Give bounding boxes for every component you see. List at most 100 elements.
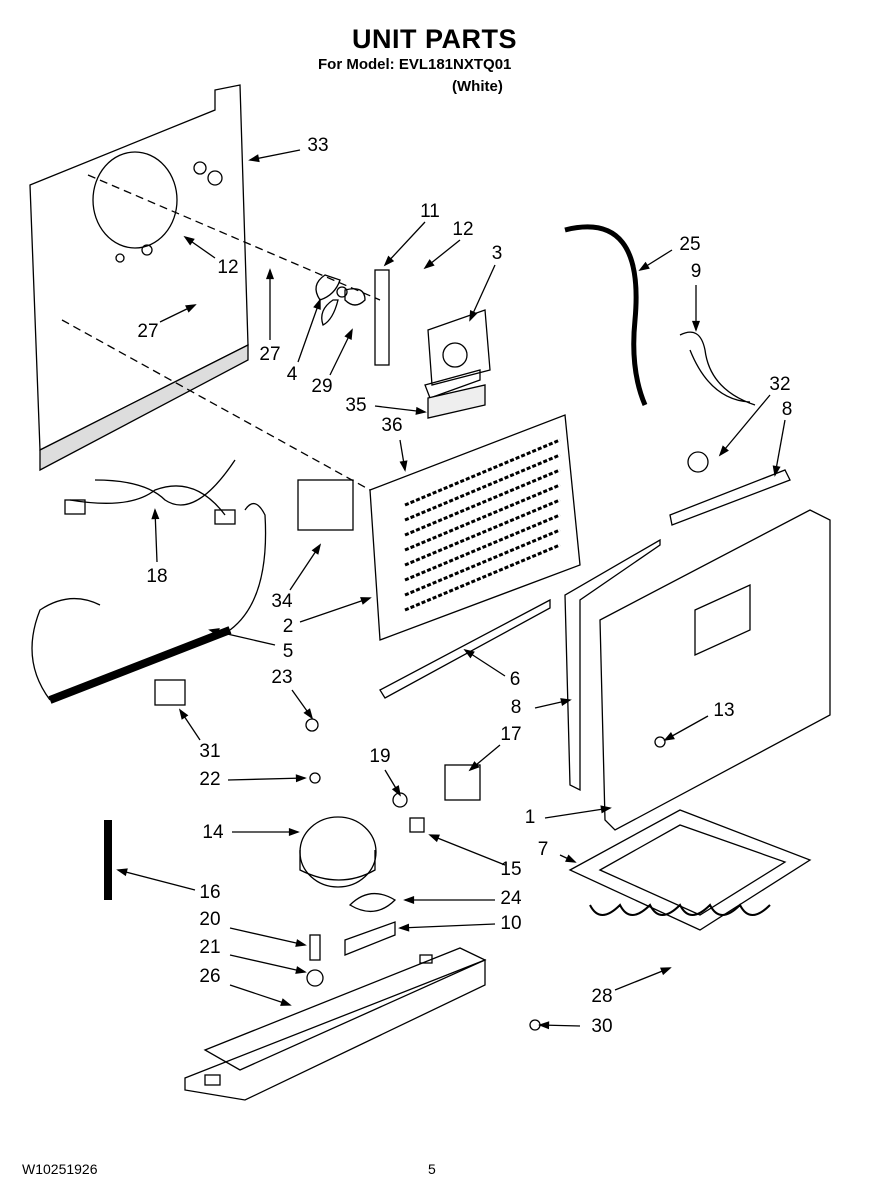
callout-leader-line [297,299,321,363]
callout-leader-line [229,984,291,1006]
callout-number: 34 [271,591,293,612]
callout-arrowhead [344,328,353,340]
callout-arrowhead [280,998,292,1006]
callout-leader-line [399,923,496,929]
callout-number: 2 [283,616,294,637]
callout-arrowhead [151,508,160,520]
callout-arrowhead [116,868,128,877]
callout-number: 8 [511,697,522,718]
callout-leader-line [229,954,306,973]
callout-number: 16 [199,882,220,903]
model-color: (White) [452,78,503,95]
callout-arrowhead [663,732,675,741]
callout-arrowhead [423,259,435,270]
callout-number: 24 [500,888,522,909]
callout-leader-line [299,597,371,623]
callout-arrowhead [360,597,372,605]
callout-leader-line [614,967,671,991]
callout-number: 27 [137,321,158,342]
callout-arrowhead [560,698,572,706]
callout-number: 5 [283,641,294,662]
callout-number: 26 [199,966,220,987]
callout-number: 36 [381,415,402,436]
callout-arrowhead [463,648,475,659]
callout-arrowhead [248,154,260,163]
callout-arrowhead [185,304,197,313]
compressor-part [104,679,666,1031]
callout-number: 13 [713,700,734,721]
callout-arrowhead [183,235,195,246]
callout-arrowhead [178,708,189,720]
callout-number: 11 [420,201,440,222]
condenser-coil-part [369,414,581,699]
callout-number: 33 [307,135,328,156]
callout-number: 22 [199,769,220,790]
callout-number: 1 [525,807,536,828]
callout-leader-line [117,869,196,891]
callout-arrowhead [295,774,307,783]
wiring-harness-part [31,459,354,704]
callout-arrowhead [311,543,322,555]
callout-number: 20 [199,909,220,930]
callout-leader-line [209,629,276,646]
callout-arrowhead [313,298,321,310]
drain-tube-part [564,224,648,406]
callout-leader-line [469,264,496,321]
callout-number: 10 [500,913,521,934]
callout-arrowhead [469,310,478,322]
rear-panel-part [29,84,381,491]
fan-motor-assembly [315,269,491,419]
relay-part-9 [679,331,756,406]
callout-number: 29 [311,376,332,397]
callout-number: 30 [591,1016,612,1037]
condenser-shroud-part [564,469,831,831]
callout-number: 7 [538,839,549,860]
callout-arrowhead [415,406,427,415]
callout-arrowhead [383,255,395,267]
callout-arrowhead [208,628,220,636]
callout-number: 28 [591,986,612,1007]
capacitor-part-32 [687,451,709,473]
callout-arrowhead [538,1021,550,1030]
callout-number: 8 [782,399,793,420]
callout-number: 3 [492,243,503,264]
callout-number: 18 [146,566,167,587]
callout-leader-line [429,834,506,866]
callout-arrowhead [691,320,701,332]
callout-number: 21 [199,937,220,958]
callout-number: 19 [369,746,390,767]
drain-pan-part [568,809,812,931]
callout-number: 9 [691,261,702,282]
callout-arrowhead [660,967,672,976]
callout-number: 35 [345,395,366,416]
document-number: W10251926 [22,1161,98,1177]
callout-number: 23 [271,667,292,688]
callout-arrowhead [772,465,781,477]
callout-number: 17 [500,724,521,745]
callout-arrowhead [303,708,314,720]
callout-leader-line [719,394,771,456]
page-number: 5 [428,1161,436,1177]
model-number: For Model: EVL181NXTQ01 [318,56,512,73]
callout-arrowhead [565,854,577,863]
callout-number: 4 [287,364,298,385]
callout-arrowhead [468,761,480,772]
callout-number: 15 [500,859,521,880]
callout-leader-line [229,927,306,946]
page-title: UNIT PARTS [352,24,517,54]
callout-arrowhead [288,827,300,837]
callout-arrowhead [399,460,408,472]
callout-leader-line [227,777,306,781]
base-rail-part [184,947,487,1101]
callout-number: 31 [199,741,220,762]
callout-number: 14 [202,822,224,843]
callout-arrowhead [265,268,275,280]
callout-arrowhead [638,261,650,272]
callout-arrowhead [391,785,401,797]
callout-arrowhead [295,939,307,947]
callout-number: 12 [452,219,473,240]
callout-leader-line [384,221,426,266]
